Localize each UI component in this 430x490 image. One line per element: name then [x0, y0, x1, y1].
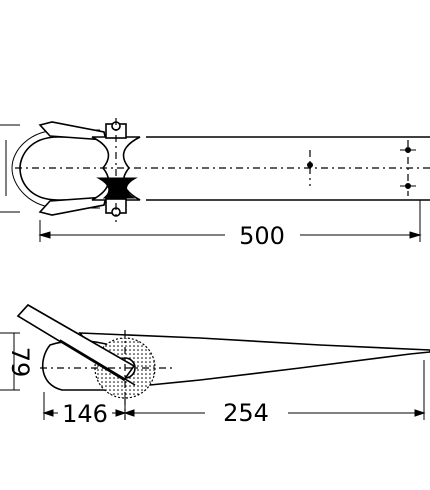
upper-clamp [38, 121, 108, 141]
dim-79-label: 79 [6, 347, 34, 378]
top-view: 500 [0, 118, 430, 250]
dim-254-label: 254 [223, 399, 269, 427]
roller-body [91, 136, 141, 201]
mount-hole-center [307, 162, 313, 168]
dim-146-label: 146 [62, 400, 108, 428]
roller-shadow [96, 177, 138, 199]
lower-clamp [38, 196, 108, 216]
fork-outer-shadow [11, 129, 100, 209]
dim-500-label: 500 [239, 222, 285, 250]
side-view: 79 146 254 [0, 303, 430, 428]
